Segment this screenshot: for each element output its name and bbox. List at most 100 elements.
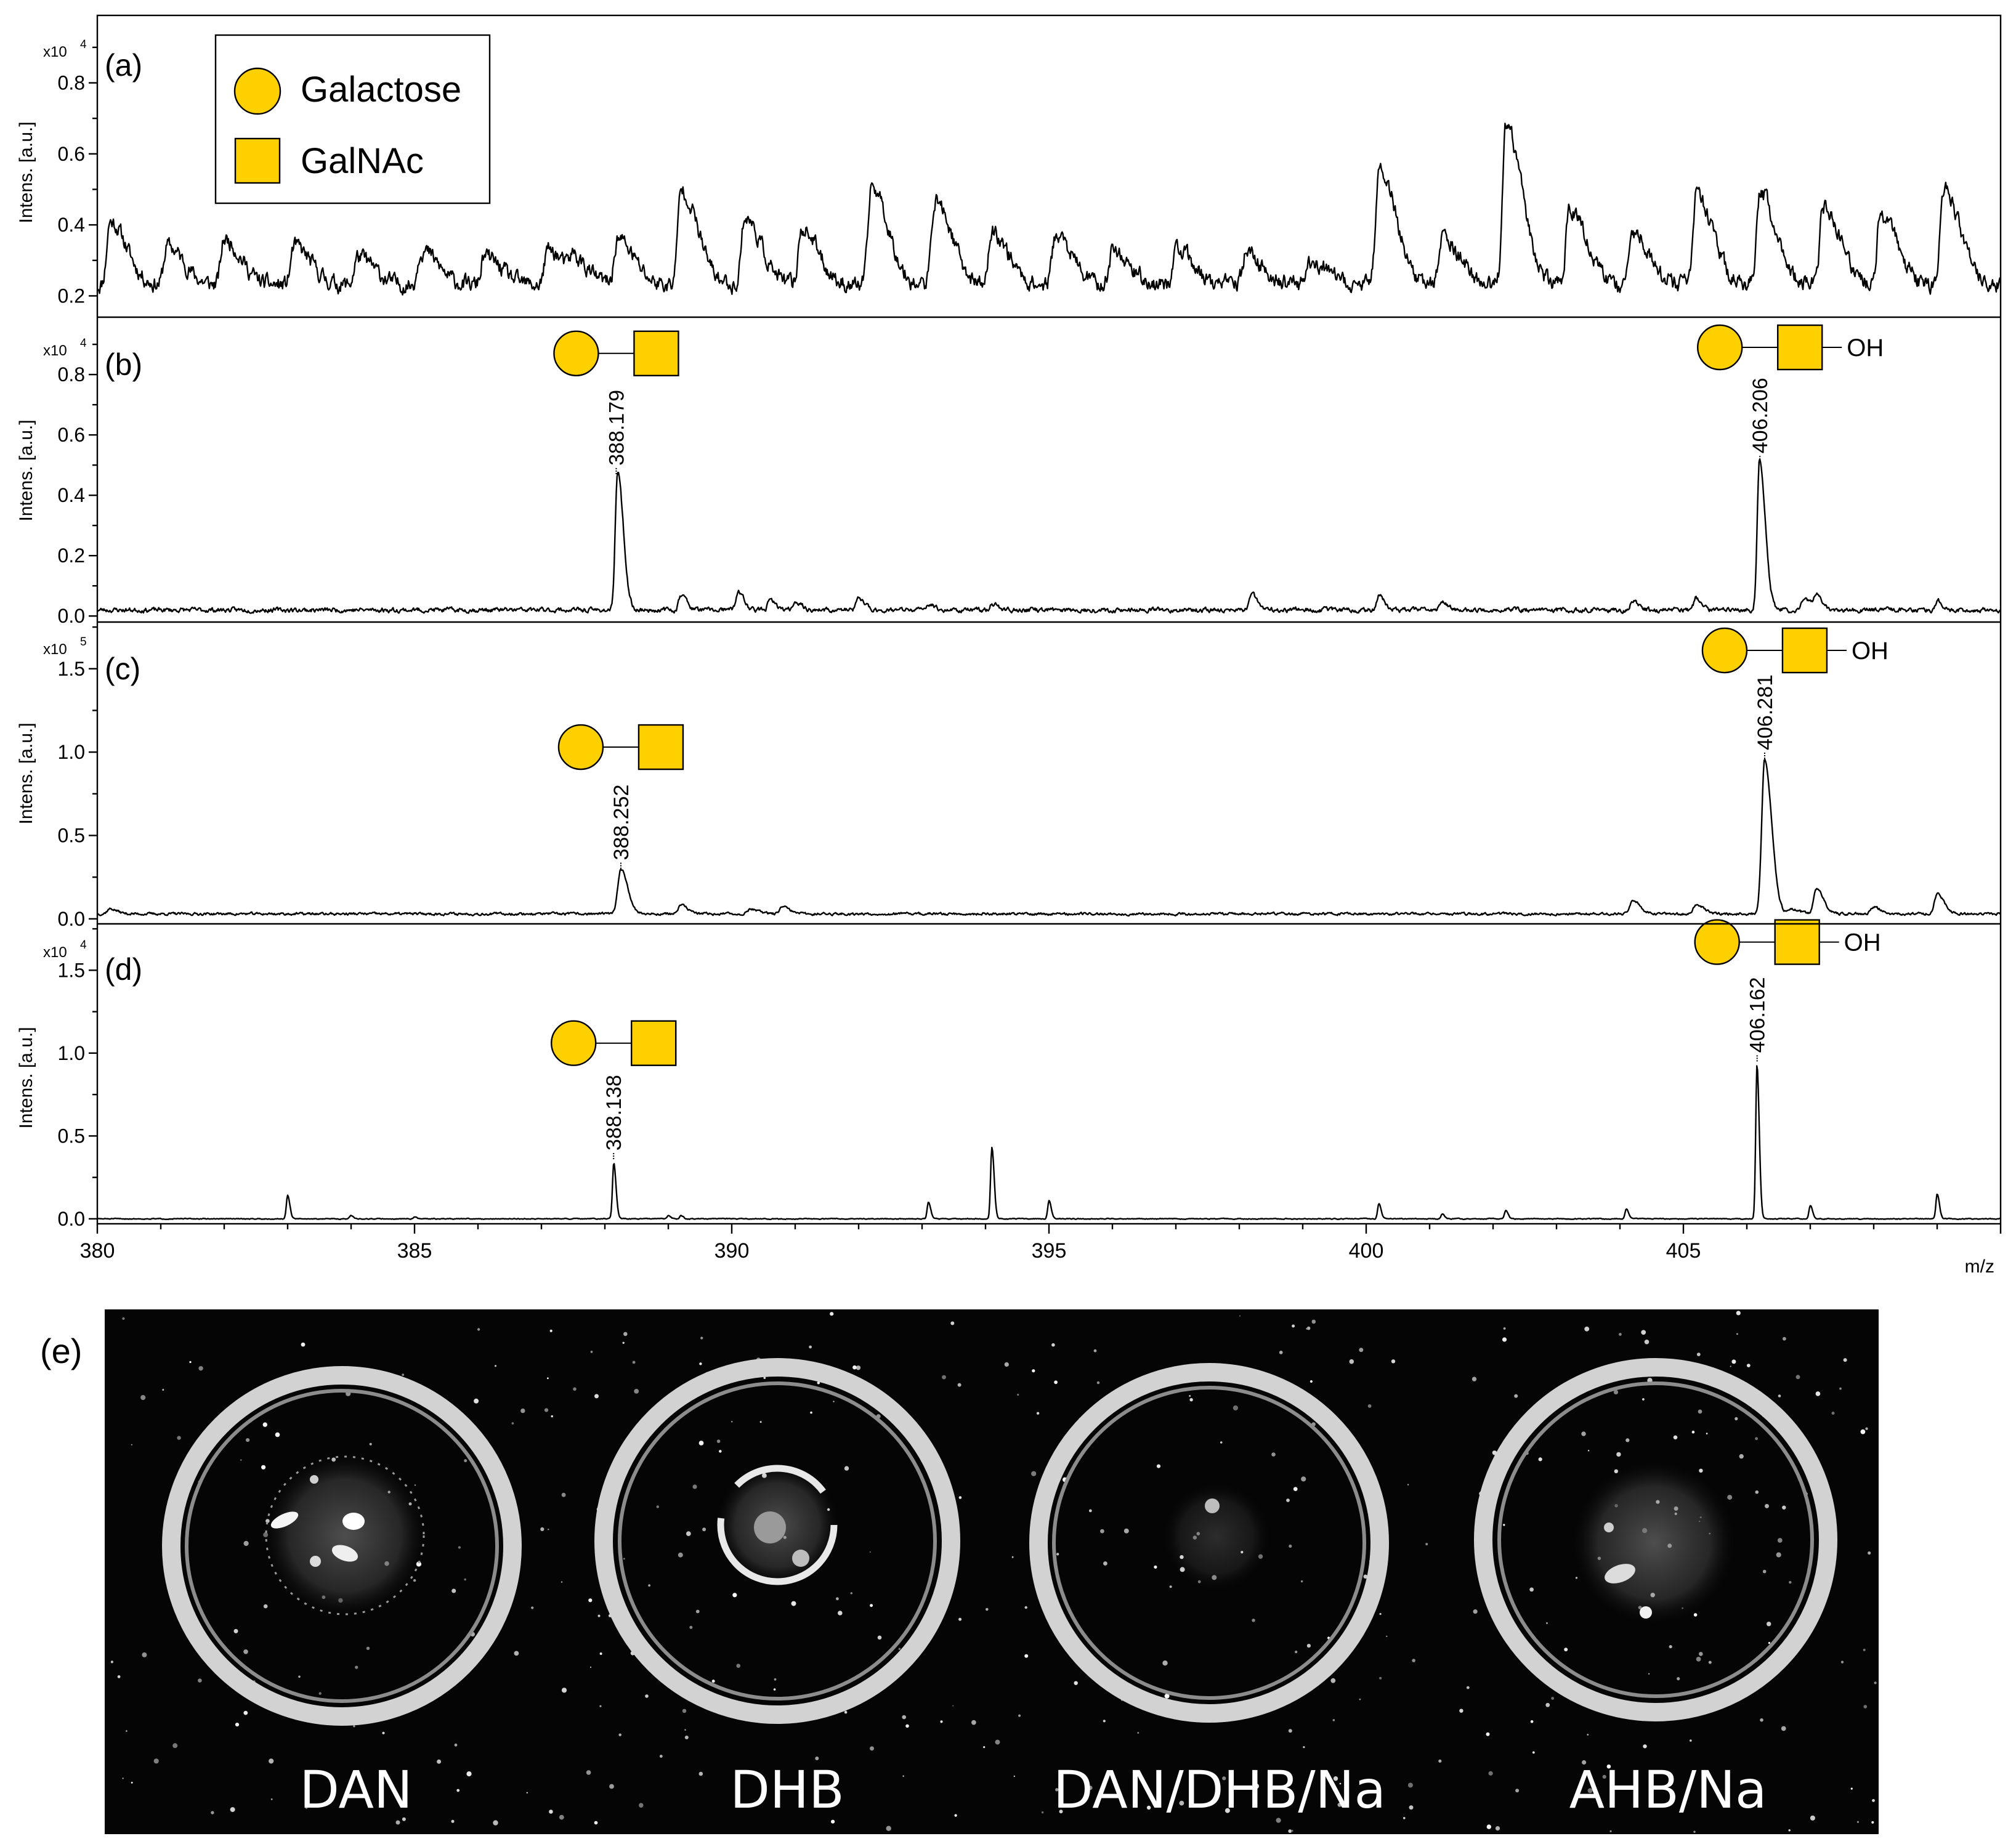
speckle bbox=[233, 1628, 238, 1633]
crystal-dan-4 bbox=[310, 1556, 321, 1567]
galnac-square-icon bbox=[1777, 324, 1823, 371]
spot-ring-inner-dan-dhb-na bbox=[1052, 1386, 1366, 1700]
speckle bbox=[298, 1675, 301, 1678]
spot-ring-dan-dhb-na bbox=[1029, 1363, 1389, 1723]
speckle bbox=[243, 1710, 248, 1715]
speckle bbox=[1648, 1673, 1650, 1675]
speckle bbox=[954, 1814, 957, 1817]
speckle bbox=[1363, 1574, 1368, 1579]
speckle bbox=[269, 1758, 274, 1764]
speckle bbox=[870, 1746, 874, 1751]
speckle bbox=[1301, 1476, 1306, 1482]
crystal-ahb-na-1 bbox=[1605, 1564, 1635, 1583]
crystal-dan-dhb-na-1 bbox=[1205, 1498, 1220, 1513]
speckle bbox=[1391, 1359, 1396, 1364]
speckle bbox=[1613, 1389, 1619, 1394]
panel-label-c: (c) bbox=[105, 652, 140, 686]
speckle bbox=[464, 1578, 466, 1581]
panel-label-e: (e) bbox=[40, 1332, 82, 1370]
speckle bbox=[402, 1373, 405, 1377]
speckle bbox=[1488, 1771, 1493, 1776]
speckle bbox=[1018, 1714, 1021, 1717]
speckle bbox=[140, 1395, 146, 1401]
y-axis-label-d: Intens. [a.u.] bbox=[16, 1027, 36, 1128]
y-tick-label-a: 0.2 bbox=[58, 285, 85, 307]
speckle bbox=[1289, 1544, 1292, 1548]
speckle bbox=[1031, 1471, 1037, 1476]
hydroxyl-label-b-1: OH bbox=[1847, 334, 1884, 362]
speckle bbox=[1762, 1569, 1767, 1574]
sample-spot-ahb-na bbox=[1474, 1358, 1837, 1721]
speckle bbox=[609, 1784, 614, 1789]
sample-spot-dan-dhb-na bbox=[1029, 1363, 1389, 1723]
speckle bbox=[1306, 1327, 1308, 1330]
crystal-dan-1 bbox=[270, 1511, 299, 1529]
speckle bbox=[1233, 1405, 1238, 1411]
speckle bbox=[1332, 1719, 1335, 1721]
speckle bbox=[1696, 1353, 1701, 1357]
speckle bbox=[1529, 1587, 1534, 1592]
speckle bbox=[355, 1665, 358, 1669]
speckle bbox=[1602, 1774, 1606, 1779]
speckle bbox=[177, 1436, 181, 1440]
speckle bbox=[1731, 1359, 1736, 1364]
speckle bbox=[1367, 1404, 1372, 1408]
speckle bbox=[1096, 1381, 1100, 1385]
speckle bbox=[844, 1710, 848, 1714]
speckle bbox=[719, 1450, 722, 1453]
speckle bbox=[1013, 1775, 1015, 1777]
speckle bbox=[1699, 1652, 1703, 1656]
speckle bbox=[682, 1709, 687, 1713]
speckle bbox=[1503, 1524, 1505, 1526]
speckle bbox=[172, 1743, 178, 1749]
speckle bbox=[1293, 1487, 1298, 1492]
speckle bbox=[632, 1361, 636, 1364]
speckle bbox=[1546, 1622, 1548, 1624]
speckle bbox=[189, 1361, 192, 1364]
speckle bbox=[597, 1614, 601, 1617]
speckle bbox=[1349, 1359, 1354, 1364]
x-tick-label: 400 bbox=[1349, 1239, 1384, 1263]
peak-label-d-0: 388.138 bbox=[602, 1075, 626, 1150]
speckle bbox=[456, 1789, 460, 1792]
sample-spot-dan bbox=[162, 1366, 522, 1726]
matrix-deposit-edge-dan bbox=[265, 1455, 425, 1616]
speckle bbox=[1074, 1681, 1078, 1685]
y-tick-label-d: 0.5 bbox=[58, 1125, 85, 1147]
speckle bbox=[1330, 1678, 1336, 1683]
speckle bbox=[1164, 1693, 1170, 1699]
y-ticks-a: 0.20.40.60.8 bbox=[58, 46, 97, 307]
scale-exponent-c: 5 bbox=[80, 636, 87, 649]
panel-label-a: (a) bbox=[105, 48, 142, 83]
speckle bbox=[1865, 1427, 1868, 1430]
speckle bbox=[402, 1817, 406, 1821]
speckle bbox=[1292, 1324, 1295, 1328]
speckle bbox=[1222, 1776, 1226, 1781]
speckle bbox=[263, 1604, 268, 1609]
y-ticks-d: 0.00.51.01.5 bbox=[58, 928, 97, 1230]
speckle bbox=[692, 1484, 697, 1489]
hydroxyl-label-d-1: OH bbox=[1844, 929, 1881, 956]
speckle bbox=[1379, 1612, 1382, 1616]
scale-base-d: x10 bbox=[43, 944, 67, 961]
speckle bbox=[1252, 1619, 1255, 1622]
speckle bbox=[198, 1678, 202, 1683]
speckle bbox=[561, 1492, 566, 1497]
speckle bbox=[594, 1394, 599, 1399]
speckle bbox=[809, 1345, 812, 1349]
speckle bbox=[305, 1806, 308, 1810]
speckle bbox=[1642, 1398, 1645, 1401]
speckle bbox=[1850, 1787, 1853, 1790]
speckle bbox=[548, 1529, 549, 1531]
speckle bbox=[886, 1826, 891, 1831]
caption-ahb-na: AHB/Na bbox=[1569, 1760, 1767, 1820]
speckle bbox=[599, 1652, 602, 1655]
speckle bbox=[1306, 1326, 1311, 1330]
speckle bbox=[774, 1678, 777, 1681]
y-tick-label-b: 0.2 bbox=[58, 544, 85, 567]
speckle bbox=[551, 1415, 553, 1418]
speckle bbox=[684, 1729, 686, 1731]
speckle bbox=[1103, 1561, 1107, 1566]
